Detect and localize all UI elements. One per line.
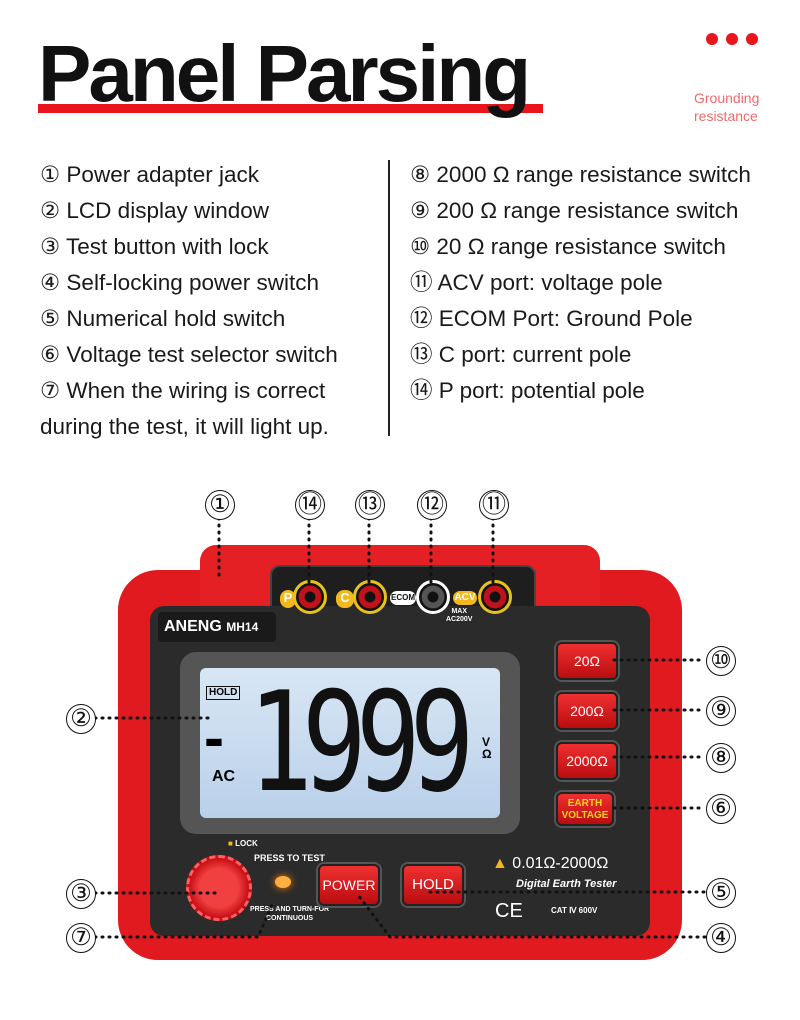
callout-7: ⑦	[66, 923, 96, 953]
max-label: MAX	[451, 608, 468, 615]
range-label: ▲ 0.01Ω-2000Ω	[492, 854, 608, 873]
unit-v: V	[482, 735, 491, 749]
port-acv-label: ACV	[453, 591, 477, 605]
list-item: ⑥ Voltage test selector switch	[40, 342, 338, 367]
callout-1: ①	[205, 490, 235, 520]
subtitle-line: Grounding	[694, 90, 760, 106]
callout-5: ⑤	[706, 878, 736, 908]
subtitle: Grounding resistance	[694, 89, 759, 125]
list-item: ⑬ C port: current pole	[410, 342, 632, 367]
right-feature-list: ⑧ 2000 Ω range resistance switch ⑨ 200 Ω…	[410, 157, 751, 409]
test-lock-knob[interactable]	[186, 855, 252, 921]
lock-label: ■ LOCK	[228, 839, 258, 849]
list-item: ③ Test button with lock	[40, 234, 269, 259]
ce-mark: CE	[495, 900, 523, 922]
lock-icon: ■	[228, 839, 233, 848]
earth-label: EARTH	[567, 798, 603, 809]
callout-9: ⑨	[706, 696, 736, 726]
callout-4: ④	[706, 923, 736, 953]
decor-dot	[706, 33, 718, 45]
press-turn-line: CONTINUOUS	[266, 915, 314, 922]
lcd-reading: 1999	[248, 668, 474, 818]
list-item: ⑪ ACV port: voltage pole	[410, 270, 663, 295]
left-feature-list: ① Power adapter jack ② LCD display windo…	[40, 157, 338, 445]
unit-ohm: Ω	[482, 747, 492, 761]
decor-dot	[726, 33, 738, 45]
callout-10: ⑩	[706, 646, 736, 676]
port-c-jack[interactable]	[353, 580, 387, 614]
list-item: ⑭ P port: potential pole	[410, 378, 645, 403]
press-to-test-label: PRESS TO TEST	[254, 853, 325, 863]
list-item: ④ Self-locking power switch	[40, 270, 320, 295]
port-ecom-jack[interactable]	[416, 580, 450, 614]
list-item: during the test, it will light up.	[40, 414, 329, 439]
port-c-label: C	[336, 590, 354, 608]
lock-text: LOCK	[235, 839, 258, 848]
range-text: 0.01Ω-2000Ω	[512, 855, 609, 872]
list-item: ⑩ 20 Ω range resistance switch	[410, 234, 726, 259]
list-item: ⑤ Numerical hold switch	[40, 306, 286, 331]
power-button[interactable]: POWER	[318, 864, 380, 906]
callout-8: ⑧	[706, 743, 736, 773]
decor-dot	[746, 33, 758, 45]
callout-11: ⑪	[479, 490, 509, 520]
callout-6: ⑥	[706, 794, 736, 824]
wiring-indicator-light	[275, 876, 291, 888]
port-p-jack[interactable]	[293, 580, 327, 614]
lcd-minus: -	[204, 704, 224, 771]
port-ecom-label: ECOM	[390, 591, 416, 605]
title-underline	[38, 104, 543, 113]
hold-button[interactable]: HOLD	[402, 864, 464, 906]
max-value: AC200V	[446, 616, 473, 623]
callout-2: ②	[66, 704, 96, 734]
range-20-button[interactable]: 20Ω	[556, 642, 618, 680]
press-turn-label: PRESS AND TURN-FOR CONTINUOUS	[250, 905, 329, 923]
subtitle-line: resistance	[694, 108, 758, 124]
range-200-button[interactable]: 200Ω	[556, 692, 618, 730]
lcd-hold-indicator: HOLD	[206, 686, 241, 700]
port-acv-jack[interactable]	[478, 580, 512, 614]
press-turn-line: PRESS AND TURN-FOR	[250, 906, 330, 913]
list-item: ② LCD display window	[40, 198, 270, 223]
callout-13: ⑬	[355, 490, 385, 520]
brand-name: ANENG	[164, 618, 222, 635]
warning-icon: ▲	[492, 855, 508, 872]
lcd-ac-indicator: AC	[212, 768, 236, 785]
page-title: Panel Parsing	[38, 29, 531, 118]
cat-rating: CAT Ⅳ 600V	[551, 906, 598, 915]
callout-3: ③	[66, 879, 96, 909]
port-p-label: P	[280, 590, 296, 608]
model-name: MH14	[226, 620, 259, 634]
callout-12: ⑫	[417, 490, 447, 520]
brand-logo: ANENG MH14	[158, 612, 276, 642]
list-item: ① Power adapter jack	[40, 162, 260, 187]
divider	[388, 160, 390, 436]
list-item: ⑫ ECOM Port: Ground Pole	[410, 306, 693, 331]
range-2000-button[interactable]: 2000Ω	[556, 742, 618, 780]
voltage-label: VOLTAGE	[561, 810, 609, 821]
product-name: Digital Earth Tester	[516, 878, 617, 890]
callout-14: ⑭	[295, 490, 325, 520]
list-item: ⑦ When the wiring is correct	[40, 378, 326, 403]
list-item: ⑨ 200 Ω range resistance switch	[410, 198, 739, 223]
list-item: ⑧ 2000 Ω range resistance switch	[410, 162, 751, 187]
